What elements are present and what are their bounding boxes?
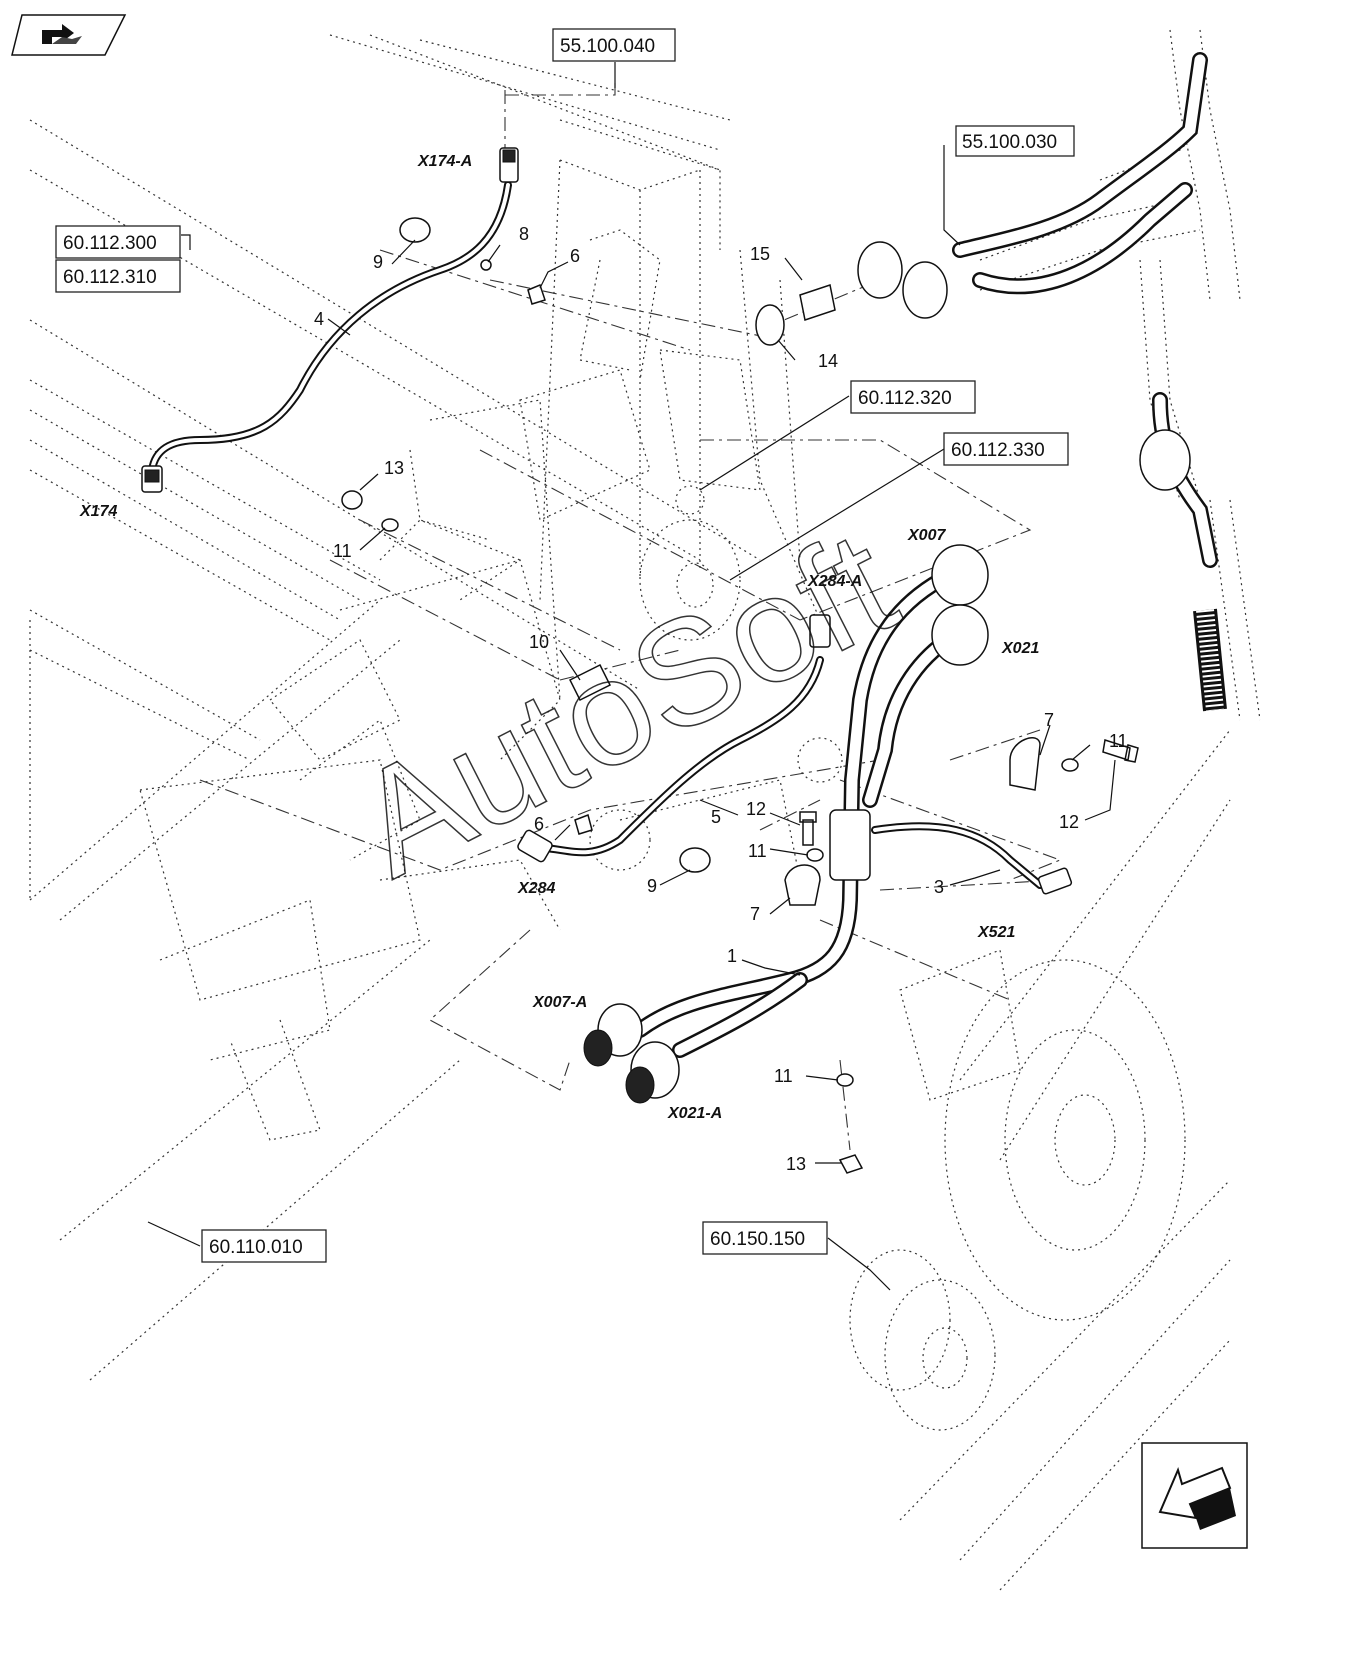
connector-label: X174-A	[417, 153, 472, 170]
clamp-9-icon	[399, 217, 431, 243]
connector-label: X521	[977, 924, 1015, 941]
ref-label: 60.112.330	[951, 440, 1045, 461]
part-number: 11	[748, 841, 767, 861]
part-number: 7	[1044, 710, 1054, 730]
round-connector-x021-icon	[931, 604, 989, 666]
part-number: 13	[786, 1154, 806, 1174]
part-number: 14	[818, 351, 838, 371]
connector-label: X021	[1001, 640, 1039, 657]
part-number: 4	[314, 309, 324, 329]
connector-x284a-icon	[809, 614, 831, 648]
nut-13-icon	[838, 1154, 864, 1174]
bracket-7-icon	[1009, 737, 1041, 791]
clamp-9-icon	[679, 847, 711, 873]
connector-label: X007	[907, 527, 946, 544]
part-number: 12	[1059, 812, 1079, 832]
ref-label: 55.100.040	[560, 36, 655, 57]
connector-x521-icon	[1037, 867, 1073, 895]
part-callouts: 1 3 4 5 6 6 7 7 8 9 9 10 11 11 11 11 12 …	[314, 224, 1128, 1174]
ref-label: 60.112.310	[63, 267, 157, 288]
part-number: 9	[647, 876, 657, 896]
clip-6-icon	[527, 283, 546, 305]
connector-label: X007-A	[532, 994, 587, 1011]
sensor-10-icon	[568, 663, 612, 702]
part-number: 11	[1109, 731, 1128, 751]
part-number: 12	[746, 799, 766, 819]
part-number: 11	[774, 1066, 793, 1086]
connector-labels: X174-A X174 X007 X284-A X021 X284 X521 X…	[79, 153, 1039, 1122]
bolt-12-icon	[1102, 739, 1139, 763]
small-parts	[341, 217, 1139, 1174]
ref-label: 60.150.150	[710, 1229, 805, 1250]
next-page-button[interactable]	[1141, 1442, 1248, 1549]
ref-60-112-320[interactable]: 60.112.320	[850, 380, 976, 414]
ref-label: 55.100.030	[962, 132, 1057, 153]
ref-label: 60.112.300	[63, 233, 157, 254]
connector-label: X284-A	[807, 573, 862, 590]
connector-x284-icon	[517, 829, 553, 863]
harness-item-1	[583, 544, 989, 1104]
connector-label: X174	[79, 503, 117, 520]
ref-60-112-330[interactable]: 60.112.330	[943, 432, 1069, 466]
nut-13-icon	[341, 490, 363, 510]
part-number: 15	[750, 244, 770, 264]
leader-lines	[147, 62, 1116, 1291]
bolt-12-icon	[799, 811, 817, 846]
harness-item-55-100-030	[857, 52, 1227, 712]
connector-label: X284	[517, 880, 555, 897]
round-connector-x007-icon	[931, 544, 989, 606]
prev-page-button[interactable]	[11, 14, 127, 56]
ref-label: 60.110.010	[209, 1237, 303, 1258]
nut-15-icon	[799, 284, 836, 321]
ref-55-100-040[interactable]: 55.100.040	[552, 28, 676, 62]
ref-55-100-030[interactable]: 55.100.030	[955, 125, 1075, 157]
ref-60-150-150[interactable]: 60.150.150	[702, 1221, 828, 1255]
harness-sleeve	[829, 809, 871, 881]
harness-item-4	[141, 147, 519, 493]
clip-8-icon	[480, 259, 492, 271]
harness-item-3	[871, 822, 1073, 895]
washer-11-icon	[806, 848, 824, 862]
round-connector-icon	[1139, 429, 1191, 491]
ref-label: 60.112.320	[858, 388, 952, 409]
washer-11-icon	[1061, 758, 1079, 772]
part-number: 6	[534, 814, 544, 834]
round-connector-icon	[857, 241, 903, 299]
part-number: 9	[373, 252, 383, 272]
connector-label: X021-A	[667, 1105, 722, 1122]
bracket-7-icon	[784, 864, 821, 906]
part-number: 6	[570, 246, 580, 266]
part-number: 3	[934, 877, 944, 897]
part-number: 13	[384, 458, 404, 478]
ref-60-112-300[interactable]: 60.112.300	[55, 225, 181, 259]
part-number: 11	[333, 541, 352, 561]
part-number: 1	[727, 946, 737, 966]
part-number: 5	[711, 807, 721, 827]
harness-item-5	[517, 614, 831, 863]
part-number: 10	[529, 632, 549, 652]
ref-60-112-310[interactable]: 60.112.310	[55, 259, 181, 293]
clip-6-icon	[574, 814, 593, 835]
background-structure	[29, 29, 1261, 1591]
part-number: 7	[750, 904, 760, 924]
part-number: 8	[519, 224, 529, 244]
ref-60-110-010[interactable]: 60.110.010	[201, 1229, 327, 1263]
ring-14-icon	[755, 304, 785, 346]
washer-11-icon	[836, 1073, 854, 1087]
washer-11-icon	[381, 518, 399, 532]
round-connector-icon	[902, 261, 948, 319]
